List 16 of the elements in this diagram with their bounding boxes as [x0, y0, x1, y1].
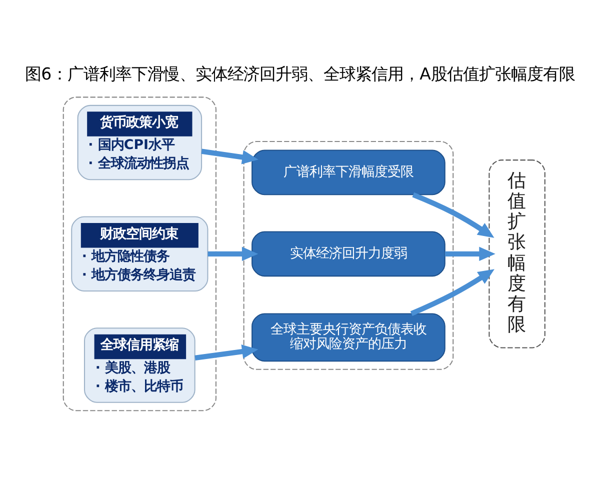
node-box: 财政空间约束 · 地方隐性债务 · 地方债务终身追责 — [71, 216, 208, 292]
node-box: 广谱利率下滑幅度受限 — [252, 149, 446, 195]
node-box: 货币政策小宽 · 国内CPI水平 · 全球流动性拐点 — [77, 104, 202, 180]
cluster — [62, 96, 216, 411]
arrow — [194, 344, 258, 360]
cluster — [243, 140, 454, 370]
arrow — [208, 246, 258, 260]
diagram-title: 图6：广谱利率下滑慢、实体经济回升弱、全球紧信用，A股估值扩张幅度有限 — [25, 64, 575, 83]
arrow — [444, 246, 496, 260]
node-box: 全球主要央行资产负债表收缩对风险资产的压力 — [252, 312, 446, 362]
arrow — [412, 192, 494, 238]
node-box: 实体经济回升力度弱 — [252, 230, 446, 276]
arrow — [410, 268, 494, 316]
node-box: 全球信用紧缩 · 美股、港股 · 楼市、比特币 — [84, 327, 196, 402]
node-box: 估值扩张幅度有限 — [488, 159, 546, 348]
arrow — [201, 148, 258, 164]
